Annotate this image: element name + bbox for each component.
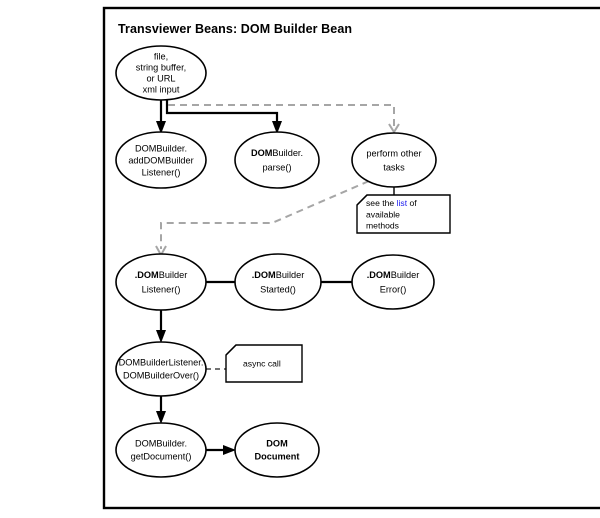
edge-listener-to-builder-over [156, 310, 166, 343]
node-dom-builder-error[interactable]: .DOMBuilder Error() [351, 254, 435, 310]
node-dom-builder-listener-line-1: Listener() [142, 284, 181, 294]
edge-get-document-to-dom-document [206, 445, 236, 455]
diagram-title: Transviewer Beans: DOM Builder Bean [118, 22, 352, 36]
node-dom-document[interactable]: DOM Document [234, 422, 320, 478]
node-dom-builder-over-shape[interactable] [115, 341, 207, 397]
node-dom-builder-error-line-0: .DOMBuilder [367, 270, 420, 280]
node-dom-builder-listener[interactable]: .DOMBuilder Listener() [115, 253, 207, 311]
node-get-document-shape[interactable] [115, 422, 207, 478]
node-perform-other-tasks-line-0: perform other [366, 148, 421, 158]
node-input[interactable]: file, string buffer, or URL xml input [115, 45, 207, 101]
diagram-frame [102, 6, 600, 510]
node-dom-document-line-1: Document [255, 451, 300, 461]
node-input-line-1: string buffer, [136, 62, 186, 72]
node-dom-builder-parse-bold: DOM [251, 148, 273, 158]
edge-input-to-perform-other-tasks [168, 104, 400, 134]
node-dom-builder-parse-rest: Builder. [272, 148, 303, 158]
note-async-call-fold-icon [225, 344, 237, 356]
node-dom-builder-started-bold: .DOM [252, 270, 276, 280]
edge-input-to-add-listener [156, 100, 166, 134]
node-dom-builder-error-rest: Builder [391, 270, 420, 280]
node-dom-builder-parse-line-1: parse() [262, 162, 291, 172]
node-dom-builder-started-line-1: Started() [260, 284, 296, 294]
note-async-call[interactable]: async call [225, 344, 303, 383]
node-add-dom-builder-listener[interactable]: DOMBuilder. addDOMBuilder Listener() [115, 131, 207, 189]
node-get-document-line-1: getDocument() [131, 451, 192, 461]
note-available-methods-post: of [407, 198, 417, 208]
node-perform-other-tasks[interactable]: perform other tasks [351, 132, 437, 188]
node-add-dom-builder-listener-line-1: addDOMBuilder [128, 155, 193, 165]
node-dom-builder-error-line-1: Error() [380, 284, 407, 294]
node-dom-builder-listener-bold: .DOM [135, 270, 159, 280]
node-dom-builder-parse-shape[interactable] [234, 131, 320, 189]
node-dom-builder-over-line-0: DOMBuilderListener. [119, 357, 204, 367]
edge-perform-other-tasks-to-listener [155, 180, 370, 258]
note-available-methods[interactable]: see the list of available methods [356, 194, 451, 234]
list-link[interactable]: list [397, 198, 408, 208]
node-add-dom-builder-listener-shape[interactable] [115, 131, 207, 189]
node-dom-builder-listener-line-0: .DOMBuilder [135, 270, 188, 280]
note-available-methods-pre: see the [366, 198, 397, 208]
node-dom-builder-over[interactable]: DOMBuilderListener. DOMBuilderOver() [115, 341, 207, 397]
note-available-methods-line-0: see the list of [366, 198, 417, 208]
node-perform-other-tasks-shape[interactable] [351, 132, 437, 188]
edge-builder-over-to-get-document [156, 396, 166, 424]
node-dom-builder-started[interactable]: .DOMBuilder Started() [234, 253, 322, 311]
note-available-methods-line-2: methods [366, 220, 399, 230]
node-dom-builder-error-bold: .DOM [367, 270, 391, 280]
node-get-document-line-0: DOMBuilder. [135, 438, 187, 448]
node-input-line-2: or URL [146, 73, 175, 83]
node-dom-builder-error-shape[interactable] [351, 254, 435, 310]
node-add-dom-builder-listener-line-2: Listener() [142, 167, 181, 177]
edge-input-to-parse [165, 100, 282, 134]
node-input-line-0: file, [154, 51, 168, 61]
node-add-dom-builder-listener-line-0: DOMBuilder. [135, 143, 187, 153]
note-available-methods-line-1: available [366, 209, 400, 219]
note-async-call-label: async call [243, 358, 281, 368]
node-dom-builder-parse-line-0: DOMBuilder. [251, 148, 303, 158]
node-dom-builder-listener-shape[interactable] [115, 253, 207, 311]
node-input-line-3: xml input [143, 84, 180, 94]
node-dom-document-shape[interactable] [234, 422, 320, 478]
node-input-shape[interactable] [115, 45, 207, 101]
node-dom-builder-started-shape[interactable] [234, 253, 322, 311]
note-available-methods-fold-icon [356, 194, 368, 206]
node-get-document[interactable]: DOMBuilder. getDocument() [115, 422, 207, 478]
node-dom-builder-parse[interactable]: DOMBuilder. parse() [234, 131, 320, 189]
node-dom-builder-started-line-0: .DOMBuilder [252, 270, 305, 280]
node-dom-builder-listener-rest: Builder [159, 270, 188, 280]
node-perform-other-tasks-line-1: tasks [383, 162, 405, 172]
node-dom-builder-started-rest: Builder [276, 270, 305, 280]
node-dom-document-line-0: DOM [266, 438, 288, 448]
node-dom-builder-over-line-1: DOMBuilderOver() [123, 370, 199, 380]
